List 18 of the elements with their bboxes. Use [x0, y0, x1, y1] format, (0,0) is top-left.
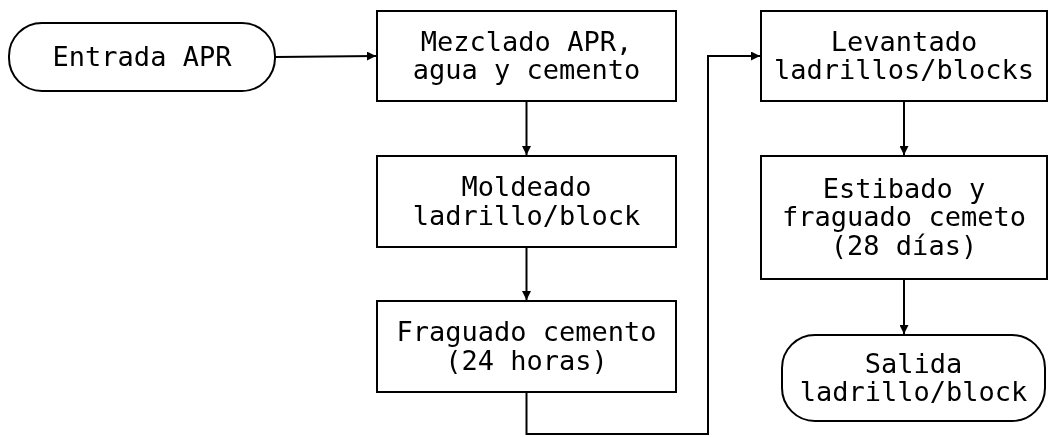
node-text: Levantado ladrillos/blocks — [772, 27, 1036, 85]
process-box — [760, 10, 1048, 102]
terminal-box — [781, 334, 1046, 422]
arrow — [522, 247, 531, 301]
node-text: Mezclado APR, agua y cemento — [411, 27, 642, 85]
node-text: Moldeado ladrillo/block — [411, 173, 642, 230]
process-box — [760, 155, 1048, 280]
process-box — [376, 300, 677, 393]
node-text: Salida ladrillo/block — [798, 349, 1029, 407]
node-text: Entrada APR — [52, 42, 232, 72]
arrow — [522, 101, 531, 156]
node-text: Fraguado cemento (24 horas) — [395, 318, 658, 375]
process-box — [376, 155, 677, 248]
arrow — [899, 101, 909, 156]
node-text: Estibado y fraguado cemeto (28 días) — [781, 175, 1027, 260]
arrow — [275, 51, 377, 61]
process-box — [376, 10, 677, 102]
arrow — [899, 279, 909, 335]
